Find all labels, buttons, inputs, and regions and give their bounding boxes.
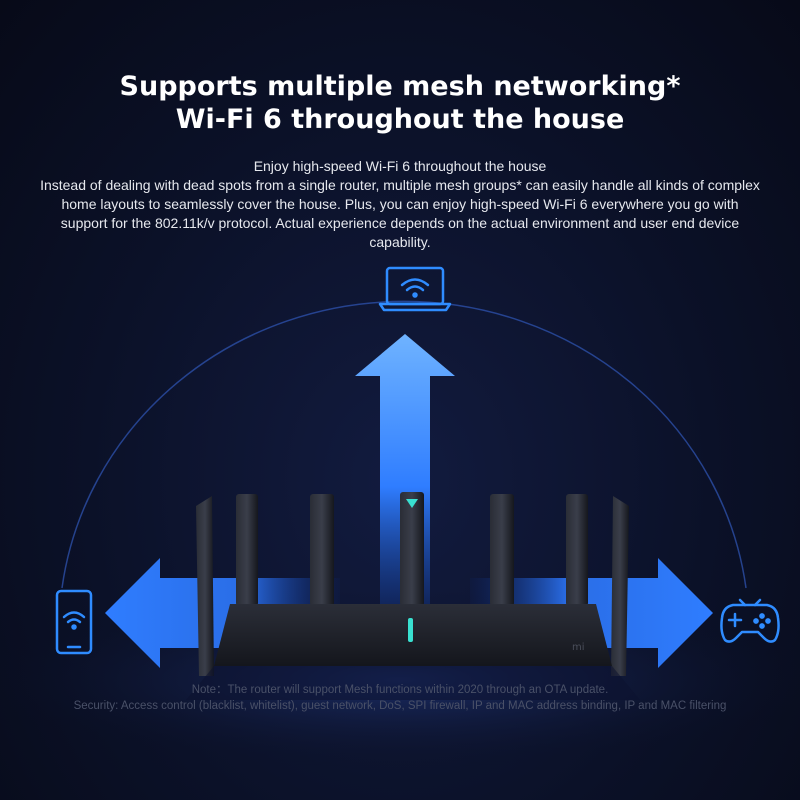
body-line-1: Enjoy high-speed Wi-Fi 6 throughout the … xyxy=(253,158,547,174)
antenna-5 xyxy=(490,494,514,606)
footnote-security: Security: Access control (blacklist, whi… xyxy=(73,700,727,712)
page-headline: Supports multiple mesh networking* Wi-Fi… xyxy=(0,70,800,136)
antenna-6 xyxy=(566,494,588,606)
footnote-note: Note：The router will support Mesh functi… xyxy=(191,684,609,696)
footnote: Note：The router will support Mesh functi… xyxy=(0,682,800,714)
router-antennas xyxy=(196,492,629,676)
router-reflection xyxy=(186,666,640,700)
headline-line-2: Wi-Fi 6 throughout the house xyxy=(175,104,625,135)
antenna-2 xyxy=(236,494,258,606)
antenna-7 xyxy=(611,496,629,676)
laptop-wifi-icon xyxy=(378,266,452,312)
headline-line-1: Supports multiple mesh networking* xyxy=(119,71,681,102)
antenna-1 xyxy=(196,496,214,676)
antenna-4 xyxy=(400,492,424,606)
antenna-3 xyxy=(310,494,334,606)
phone-wifi-icon xyxy=(55,589,93,655)
body-copy: Enjoy high-speed Wi-Fi 6 throughout the … xyxy=(40,157,760,252)
up-arrow xyxy=(355,334,455,640)
coverage-arc xyxy=(61,300,747,589)
antenna-led xyxy=(406,499,418,508)
router-logo: mi xyxy=(572,642,585,653)
router-status-led xyxy=(408,618,413,642)
gamepad-icon xyxy=(720,598,780,643)
body-line-2: Instead of dealing with dead spots from … xyxy=(40,177,760,250)
